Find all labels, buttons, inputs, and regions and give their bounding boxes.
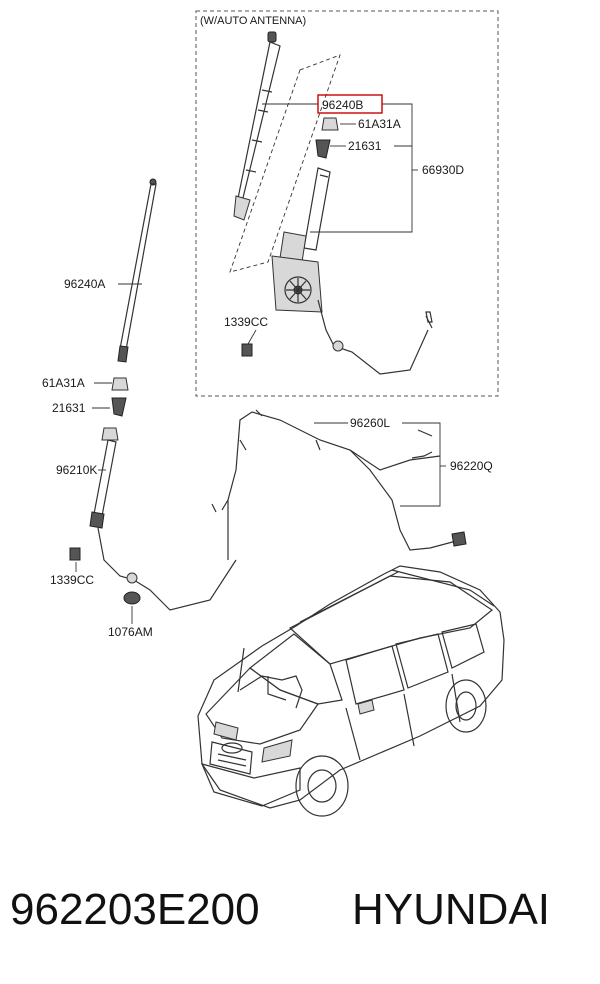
label-base: 96210K (56, 463, 97, 477)
label-grommet: 1076AM (108, 625, 153, 639)
vehicle-drawing (197, 565, 505, 817)
feeder-cable-drawing (211, 409, 467, 560)
label-auto-mast: 96240B (322, 98, 363, 112)
auto-antenna-drawing (229, 31, 433, 375)
auto-antenna-group-header: (W/AUTO ANTENNA) (200, 15, 306, 27)
label-mast: 96240A (64, 277, 105, 291)
manual-antenna-drawing (69, 178, 237, 611)
auto-antenna-group-box (195, 10, 499, 397)
label-auto-bolt: 1339CC (224, 315, 268, 329)
label-auto-assembly: 66930D (422, 163, 464, 177)
label-nut: 61A31A (42, 376, 85, 390)
manual-leader-lines (75, 283, 446, 624)
label-feeder-right: 96220Q (450, 459, 493, 473)
brand-name: HYUNDAI (352, 885, 551, 934)
label-auto-nut: 61A31A (358, 117, 401, 131)
label-bolt: 1339CC (50, 573, 94, 587)
highlight-box (317, 94, 383, 114)
label-bezel: 21631 (52, 401, 86, 415)
label-auto-bezel: 21631 (348, 139, 382, 153)
part-number: 962203E200 (10, 885, 260, 934)
auto-leader-lines (247, 103, 418, 345)
label-feeder-left: 96260L (350, 416, 390, 430)
